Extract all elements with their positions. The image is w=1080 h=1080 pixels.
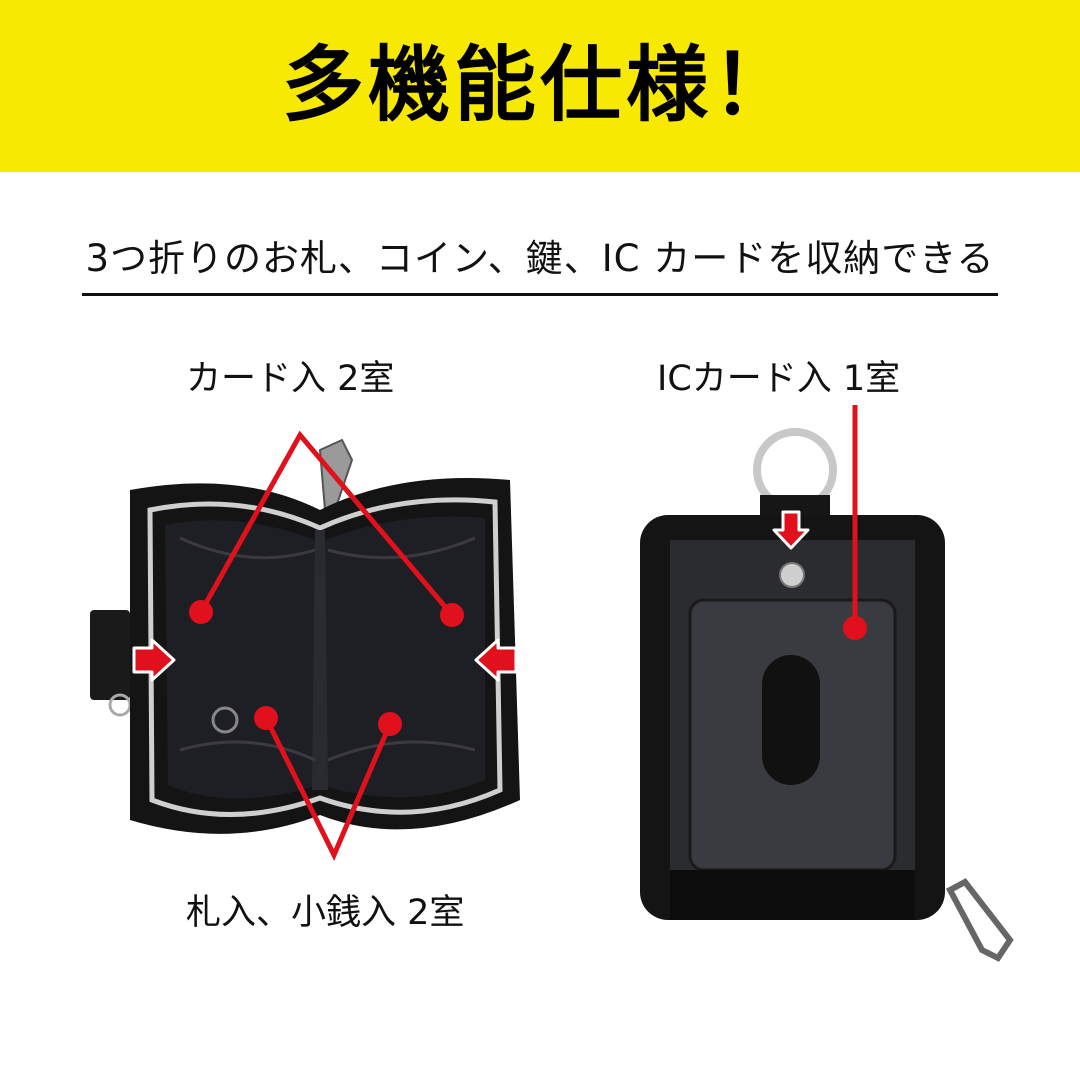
card-pocket-label: カード入 2室 xyxy=(186,359,395,399)
subtitle-divider xyxy=(82,293,998,296)
ic-card-pocket-label: ICカード入 1室 xyxy=(657,359,901,399)
wallet-illustration xyxy=(90,438,520,834)
page-title: 多機能仕様！ xyxy=(281,38,798,133)
bill-coin-pocket-label: 札入、小銭入 2室 xyxy=(186,893,465,933)
header-banner: 多機能仕様！ xyxy=(0,0,1080,172)
open-wallet-image xyxy=(80,420,550,880)
ic-card-case-image xyxy=(620,420,1040,980)
card-case-illustration xyxy=(640,428,1014,962)
feature-subtitle: 3つ折りのお札、コイン、鍵、IC カードを収納できる xyxy=(85,237,995,280)
